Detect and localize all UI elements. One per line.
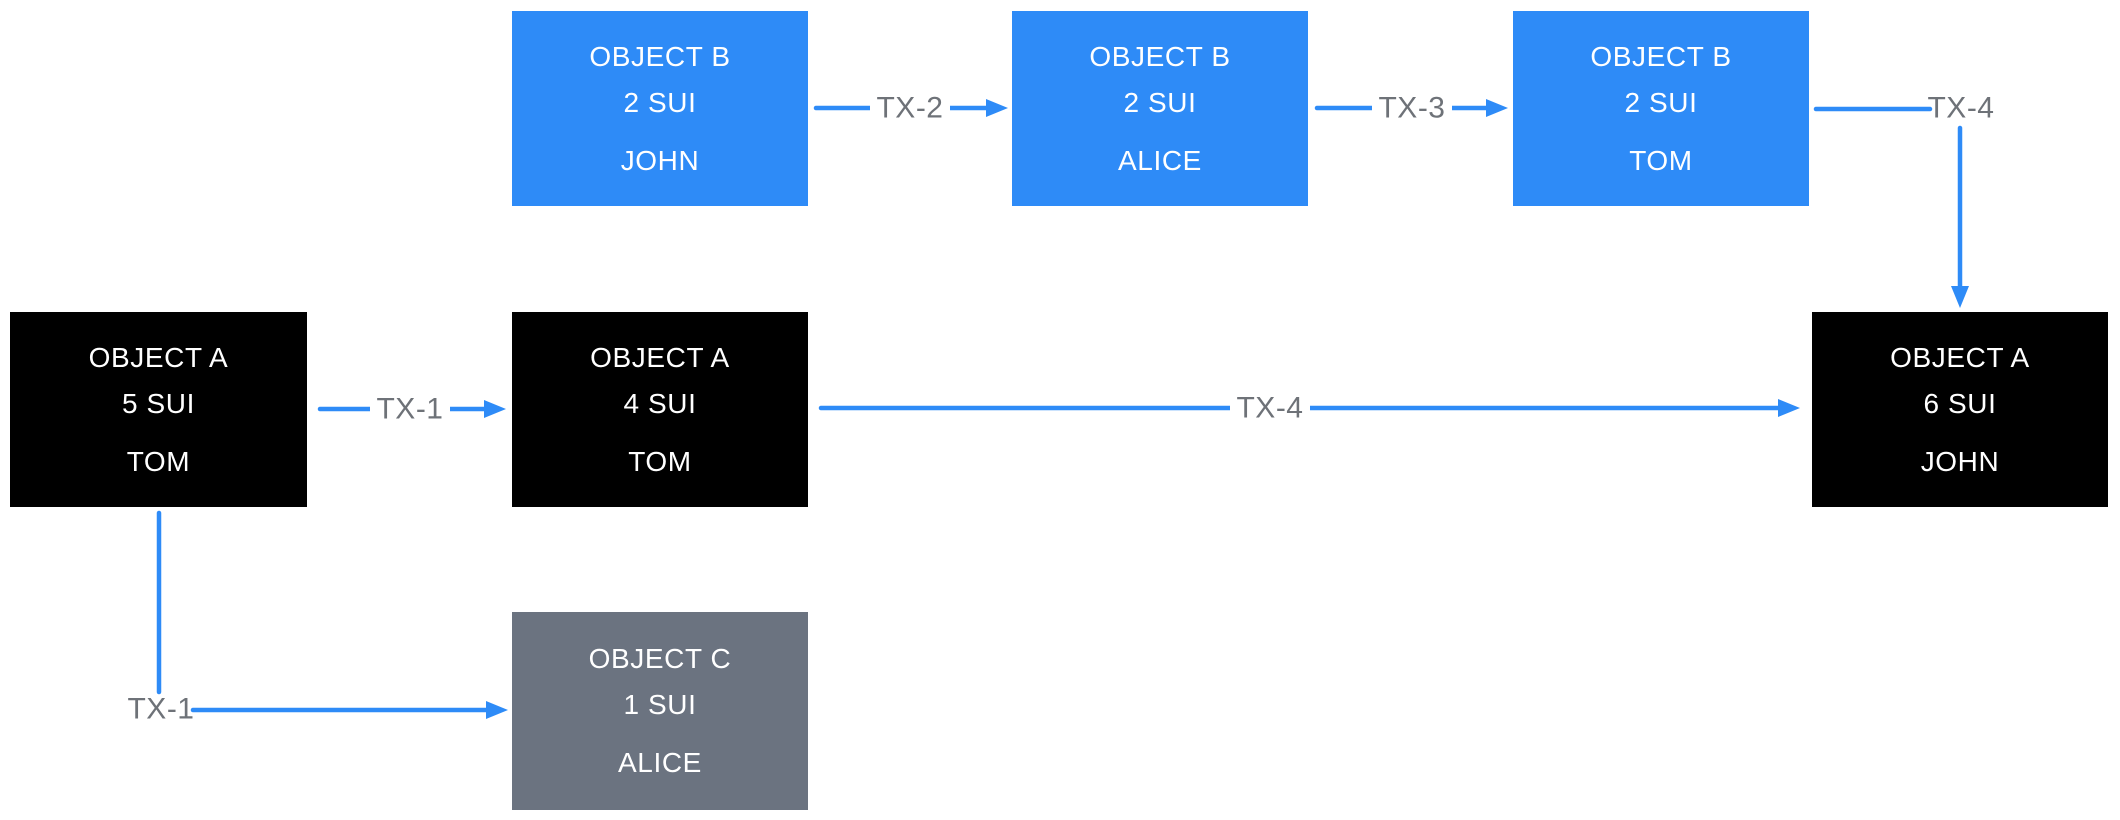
node-amount: 2 SUI xyxy=(1123,86,1197,118)
node-title: OBJECT A xyxy=(88,341,229,373)
edge-label-bg xyxy=(370,390,450,428)
edge-label: TX-1 xyxy=(127,693,194,726)
node-title: OBJECT A xyxy=(590,341,730,373)
node-owner: TOM xyxy=(126,445,191,477)
edge-label: TX-4 xyxy=(1927,92,1994,125)
arrowhead-right-icon xyxy=(986,99,1008,117)
arrowhead-right-icon xyxy=(484,400,506,418)
edge-tx-1-bottom: TX-1 xyxy=(127,510,508,726)
edge-tx-4-long: TX-4 xyxy=(818,389,1800,427)
edge-label-bg xyxy=(1230,389,1310,427)
node-amount: 4 SUI xyxy=(623,387,697,419)
node-amount: 2 SUI xyxy=(623,86,697,118)
node-amount: 1 SUI xyxy=(623,689,697,720)
edge-label: TX-1 xyxy=(376,393,443,426)
node-owner: TOM xyxy=(1629,144,1693,176)
node-owner: JOHN xyxy=(620,144,700,176)
node-title: OBJECT B xyxy=(589,40,731,72)
node-owner: TOM xyxy=(628,445,692,477)
node-object-b-john: OBJECT B 2 SUI JOHN xyxy=(512,11,808,206)
node-amount: 2 SUI xyxy=(1624,86,1698,118)
arrowhead-right-icon xyxy=(1486,99,1508,117)
edge-tx-2: TX-2 xyxy=(813,89,1008,127)
edge-label: TX-3 xyxy=(1378,92,1445,125)
node-amount: 5 SUI xyxy=(121,387,196,419)
node-object-a-tom-5: OBJECT A 5 SUI TOM xyxy=(10,312,307,507)
node-amount: 6 SUI xyxy=(1923,387,1997,419)
node-object-b-tom: OBJECT B 2 SUI TOM xyxy=(1513,11,1809,206)
arrowhead-right-icon xyxy=(1778,399,1800,417)
edge-tx-4-top: TX-4 xyxy=(1813,92,1994,308)
arrowhead-down-icon xyxy=(1951,286,1969,308)
node-title: OBJECT C xyxy=(588,643,732,674)
node-object-c-alice: OBJECT C 1 SUI ALICE xyxy=(512,612,808,810)
node-owner: ALICE xyxy=(618,747,702,778)
edge-label: TX-2 xyxy=(876,92,943,125)
node-title: OBJECT A xyxy=(1890,341,2030,373)
node-owner: JOHN xyxy=(1920,445,2000,477)
node-title: OBJECT B xyxy=(1590,40,1732,72)
edge-tx-3: TX-3 xyxy=(1314,89,1508,127)
edge-label: TX-4 xyxy=(1236,392,1303,425)
node-object-a-john-6: OBJECT A 6 SUI JOHN xyxy=(1812,312,2108,507)
edge-label-bg xyxy=(1372,89,1452,127)
node-object-b-alice: OBJECT B 2 SUI ALICE xyxy=(1012,11,1308,206)
node-title: OBJECT B xyxy=(1089,40,1231,72)
arrowhead-right-icon xyxy=(486,701,508,719)
node-object-a-tom-4: OBJECT A 4 SUI TOM xyxy=(512,312,808,507)
node-owner: ALICE xyxy=(1118,144,1202,176)
edge-tx-1-mid: TX-1 xyxy=(317,390,506,428)
edge-label-bg xyxy=(870,89,950,127)
